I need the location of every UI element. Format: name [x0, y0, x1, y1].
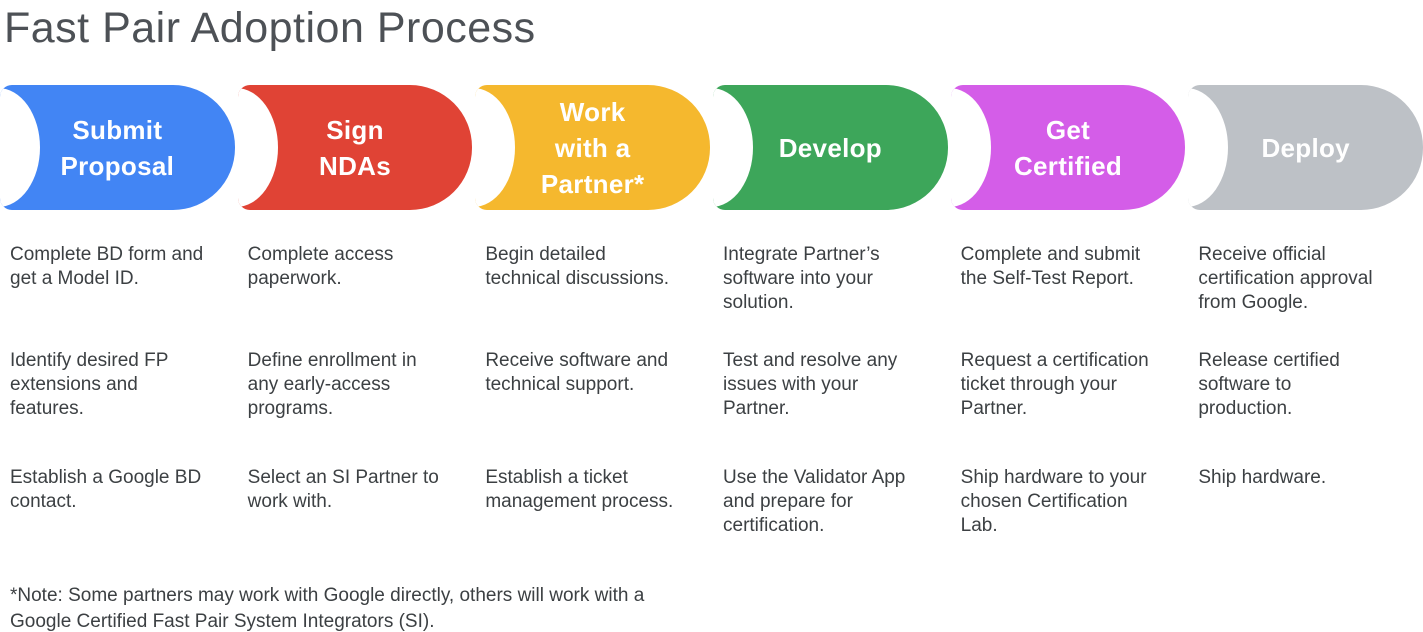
stage-label-submit-proposal: Submit Proposal	[60, 114, 175, 181]
note-develop-3: Use the Validator App and prepare for ce…	[723, 467, 906, 536]
stage-submit-proposal: Submit Proposal	[0, 85, 235, 210]
note-submit-proposal-2: Identify desired FP extensions and featu…	[10, 350, 169, 419]
note-sign-ndas-1: Complete access paperwork.	[247, 244, 394, 289]
note-get-certified-1: Complete and submit the Self-Test Report…	[960, 244, 1141, 289]
stage-sign-ndas: Sign NDAs	[237, 85, 473, 210]
page-title: Fast Pair Adoption Process	[4, 4, 536, 52]
note-sign-ndas-3: Select an SI Partner to work with.	[247, 467, 439, 512]
stage-label-sign-ndas: Sign NDAs	[319, 114, 391, 181]
note-submit-proposal-1: Complete BD form and get a Model ID.	[10, 244, 204, 289]
stage-develop: Develop	[713, 85, 948, 210]
stage-deploy: Deploy	[1188, 85, 1423, 210]
stage-label-work-with-partner: Work with a Partner*	[540, 96, 645, 199]
stage-label-get-certified: Get Certified	[1013, 114, 1123, 181]
note-get-certified-2: Request a certification ticket through y…	[960, 350, 1149, 419]
note-submit-proposal-3: Establish a Google BD contact.	[10, 467, 202, 512]
stage-work-with-partner: Work with a Partner*	[475, 85, 711, 210]
stage-get-certified: Get Certified	[950, 85, 1186, 210]
stage-notes-grid: Complete BD form and get a Model ID. Com…	[0, 243, 1423, 570]
note-deploy-1: Receive official certification approval …	[1198, 244, 1373, 313]
process-stage-band: Submit Proposal Sign NDAs Work with a Pa…	[0, 85, 1423, 210]
note-sign-ndas-2: Define enrollment in any early-access pr…	[247, 350, 417, 419]
footnote: *Note: Some partners may work with Googl…	[10, 585, 645, 632]
stage-label-deploy: Deploy	[1261, 132, 1350, 163]
note-deploy-2: Release certified software to production…	[1198, 350, 1340, 419]
stage-label-develop: Develop	[778, 132, 882, 163]
note-deploy-3: Ship hardware.	[1198, 467, 1327, 488]
note-develop-2: Test and resolve any issues with your Pa…	[723, 350, 898, 419]
note-work-with-partner-2: Receive software and technical support.	[485, 350, 669, 395]
note-work-with-partner-1: Begin detailed technical discussions.	[485, 244, 670, 289]
note-develop-1: Integrate Partner’s software into your s…	[723, 244, 880, 313]
note-work-with-partner-3: Establish a ticket management process.	[485, 467, 674, 512]
note-get-certified-3: Ship hardware to your chosen Certificati…	[960, 467, 1147, 536]
